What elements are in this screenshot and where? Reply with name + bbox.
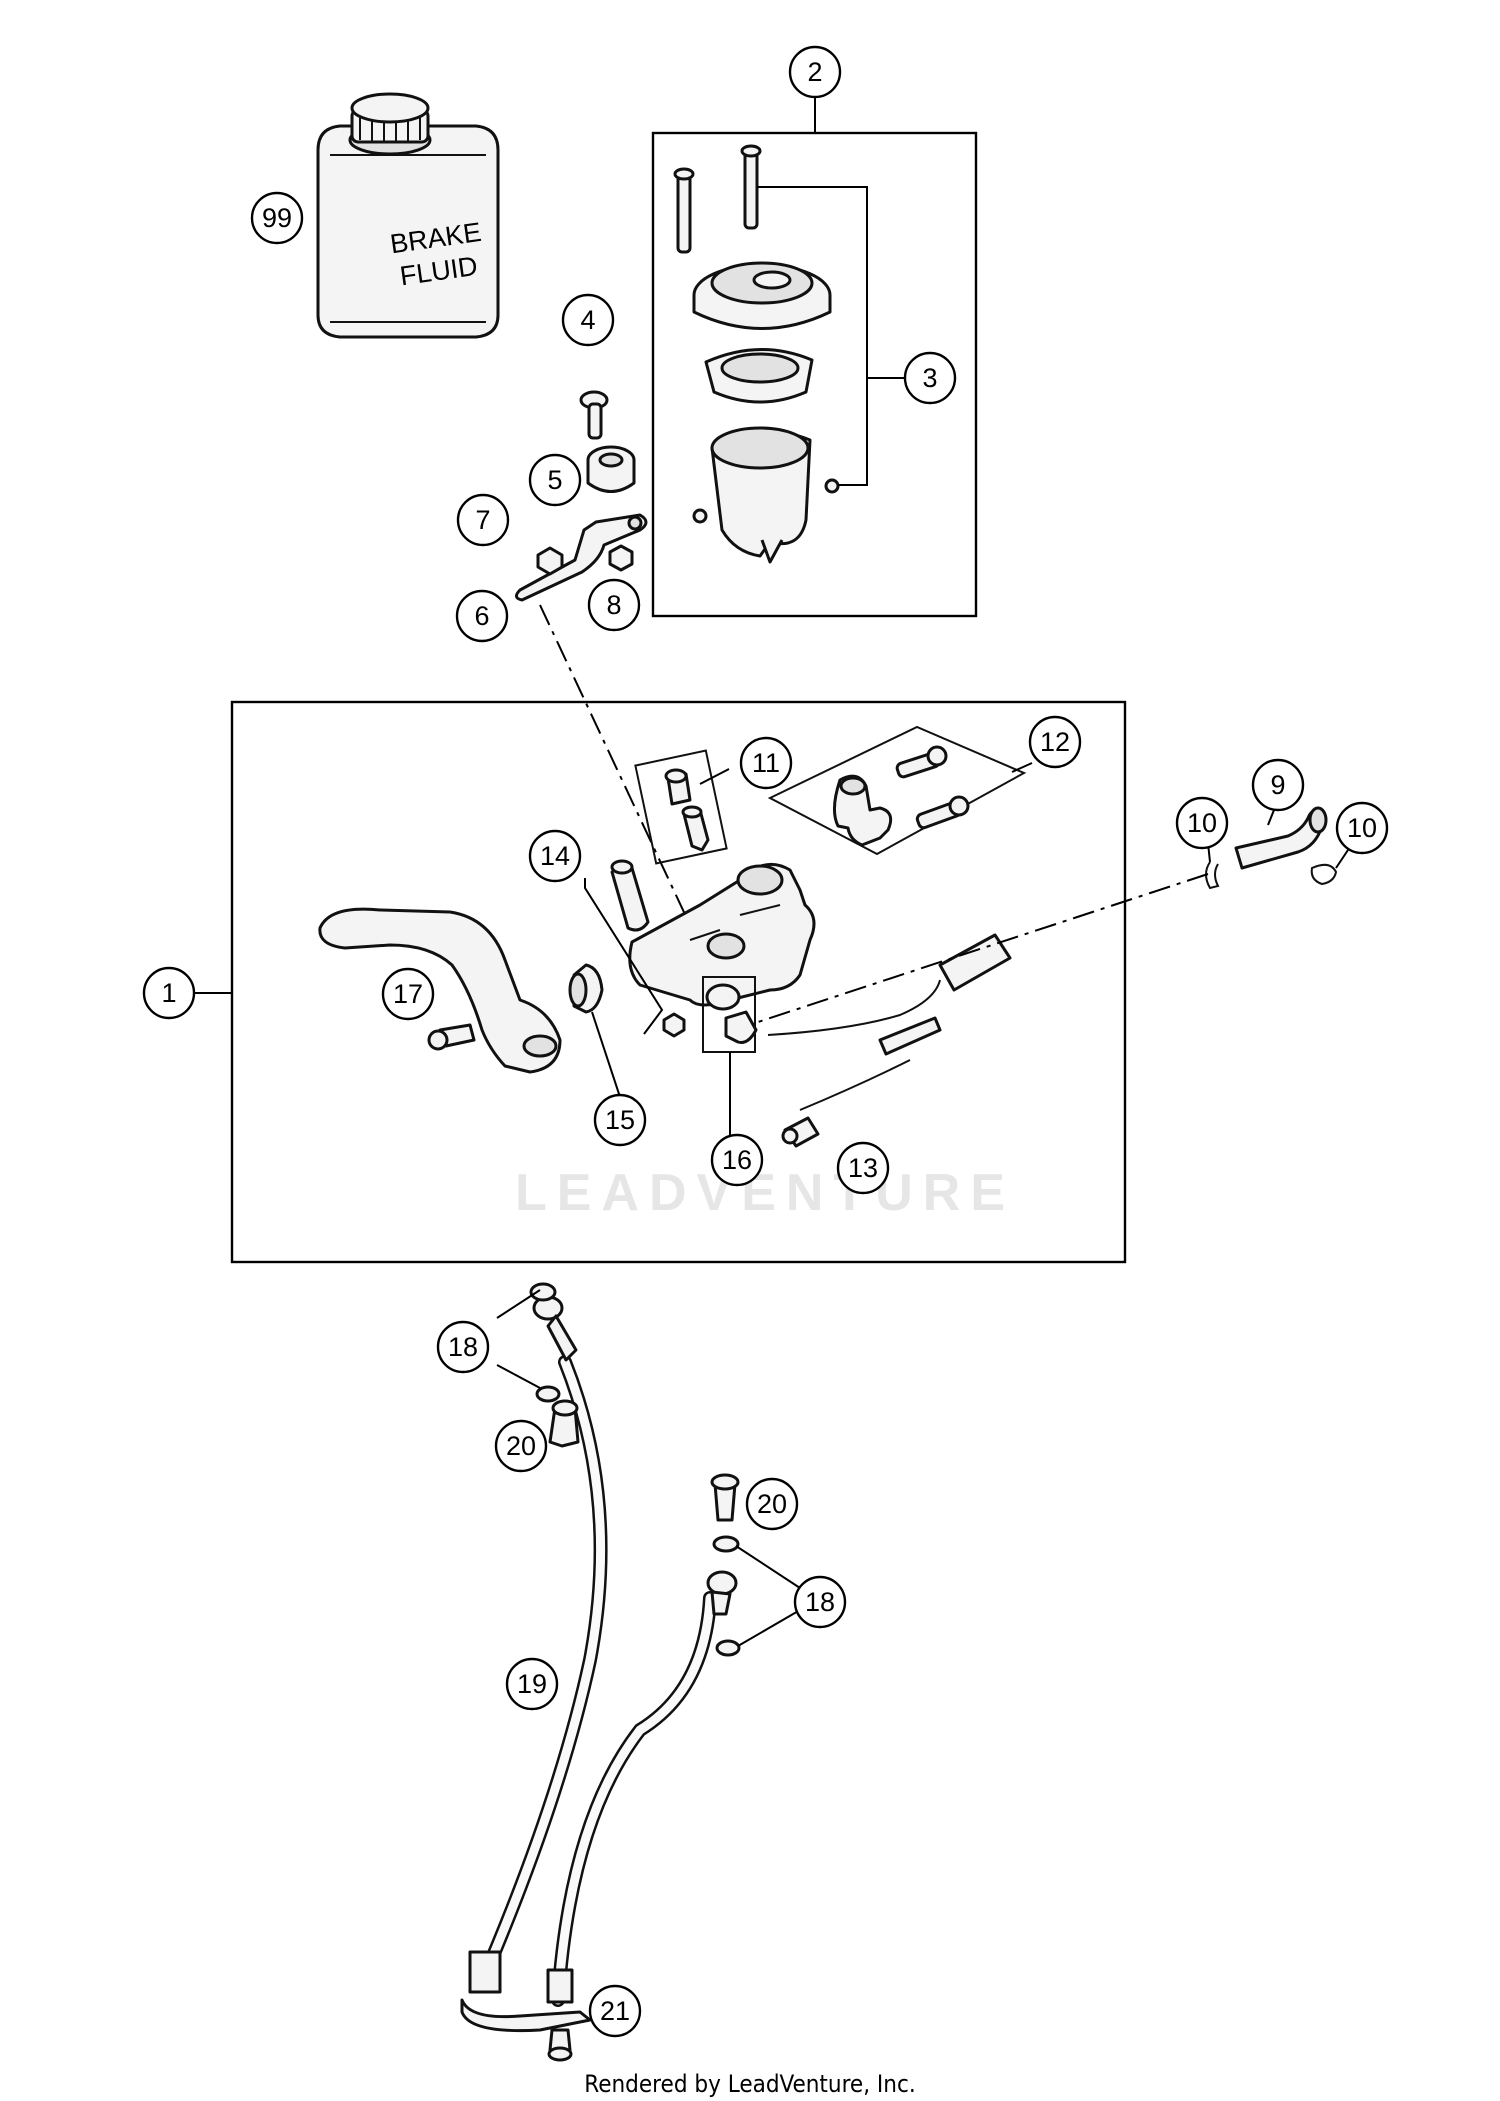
callout-8: 8 bbox=[587, 578, 641, 632]
callout-7: 7 bbox=[456, 493, 510, 547]
svg-text:5: 5 bbox=[547, 465, 562, 495]
callout-9: 9 bbox=[1251, 758, 1305, 812]
callout-18-bottom: 18 bbox=[793, 1575, 847, 1629]
brake-hoses bbox=[460, 1282, 801, 2062]
callout-12: 12 bbox=[1028, 715, 1082, 769]
svg-text:99: 99 bbox=[262, 203, 292, 233]
svg-text:6: 6 bbox=[474, 601, 489, 631]
svg-text:11: 11 bbox=[752, 748, 780, 778]
render-credit: Rendered by LeadVenture, Inc. bbox=[584, 2070, 916, 2098]
callout-16: 16 bbox=[710, 1133, 764, 1187]
callout-99: 99 bbox=[250, 191, 304, 245]
svg-text:9: 9 bbox=[1270, 770, 1285, 800]
svg-text:2: 2 bbox=[807, 57, 822, 87]
svg-text:12: 12 bbox=[1040, 727, 1070, 757]
master-cylinder-group-frame bbox=[230, 700, 1127, 1264]
svg-text:20: 20 bbox=[506, 1431, 536, 1461]
callout-21: 21 bbox=[588, 1984, 642, 2038]
callout-15: 15 bbox=[593, 1093, 647, 1147]
svg-text:18: 18 bbox=[805, 1587, 835, 1617]
svg-text:20: 20 bbox=[757, 1489, 787, 1519]
callout-4: 4 bbox=[561, 293, 615, 347]
callout-13: 13 bbox=[836, 1141, 890, 1195]
svg-text:19: 19 bbox=[517, 1669, 547, 1699]
small-hardware bbox=[515, 390, 691, 926]
callout-3: 3 bbox=[903, 351, 957, 405]
svg-text:8: 8 bbox=[606, 590, 621, 620]
callout-14: 14 bbox=[528, 829, 582, 883]
callout-20-left: 20 bbox=[494, 1419, 548, 1473]
svg-text:13: 13 bbox=[848, 1153, 878, 1183]
callout-10-right: 10 bbox=[1335, 801, 1389, 855]
svg-text:10: 10 bbox=[1187, 808, 1217, 838]
watermark: LEADVENTURE bbox=[515, 1164, 1015, 1222]
svg-text:14: 14 bbox=[540, 841, 570, 871]
callout-11: 11 bbox=[739, 736, 793, 790]
callout-18-top: 18 bbox=[436, 1320, 490, 1374]
reservoir-assembly bbox=[673, 144, 905, 564]
callout-10-left: 10 bbox=[1175, 796, 1229, 850]
callout-2: 2 bbox=[788, 45, 842, 99]
callout-6: 6 bbox=[455, 589, 509, 643]
svg-text:7: 7 bbox=[475, 505, 490, 535]
svg-text:15: 15 bbox=[605, 1105, 635, 1135]
brake-fluid-can: BRAKE FLUID bbox=[316, 92, 500, 339]
callout-5: 5 bbox=[528, 453, 582, 507]
svg-text:4: 4 bbox=[580, 305, 595, 335]
svg-text:1: 1 bbox=[161, 978, 176, 1008]
svg-text:3: 3 bbox=[922, 363, 937, 393]
callout-20-right: 20 bbox=[745, 1477, 799, 1531]
svg-text:16: 16 bbox=[722, 1145, 752, 1175]
callout-1: 1 bbox=[142, 966, 196, 1020]
leader-lines bbox=[194, 96, 1351, 1098]
svg-text:21: 21 bbox=[600, 1996, 630, 2026]
master-cylinder bbox=[318, 725, 1338, 1148]
svg-text:10: 10 bbox=[1347, 813, 1377, 843]
svg-text:17: 17 bbox=[393, 979, 423, 1009]
callout-19: 19 bbox=[505, 1657, 559, 1711]
svg-text:18: 18 bbox=[448, 1332, 478, 1362]
callout-17: 17 bbox=[381, 967, 435, 1021]
